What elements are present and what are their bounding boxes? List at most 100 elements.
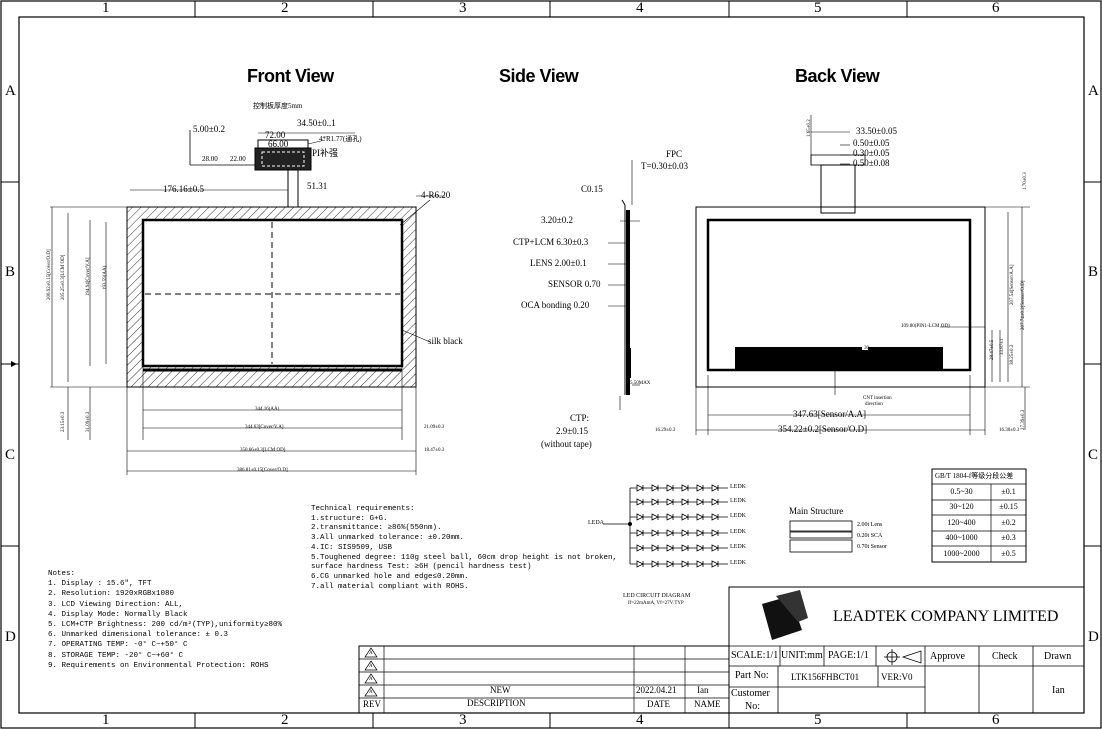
rev-description-header: DESCRIPTION [467,698,526,708]
zone-row-d: D [5,629,16,645]
control-board-note: 控制板厚度5mm [253,102,303,110]
drawn-by: Ian [1052,685,1065,696]
zone-row-b: B [5,264,16,280]
dim-aa-h: 193.59(AA) [103,265,108,290]
dim-cover-od-h: 206.92±0.15[Cover/O.D] [47,249,52,300]
dim-hole: 4*R1.77(通孔) [319,135,362,143]
dim-corner-radius: 4-R6.20 [421,190,451,200]
insertion-label-1: CNT insertion [863,396,892,401]
ledk-3: LEDK [730,513,746,519]
note-item: 7. OPERATING TEMP: -0° C~+50° C [48,641,188,650]
zone-col-2: 2 [281,0,289,16]
main-structure-title: Main Structure [789,506,844,516]
note-item: 8. STORAGE TEMP: -20° C~+60° C [48,651,184,660]
dim-18-47: 18.47±0.3 [424,448,445,453]
tolerance-value: ±0.2 [1001,518,1016,527]
notes: Notes: 1. Display : 15.6", TFT 2. Resolu… [48,569,282,671]
tech-item: 4.IC: SIS9509, USB [311,543,393,552]
ledk-4: LEDK [730,529,746,535]
dim-0-50-b: 0.50±0.08 [853,158,890,168]
tolerance-value: ±0.3 [1001,533,1016,542]
dim-22-00: 22.00 [230,155,246,163]
ctp-without-tape: (without tape) [541,439,592,449]
note-item: 2. Resolution: 1920xRGBx1080 [48,590,175,599]
zone-row-d-right: D [1088,629,1099,645]
note-item: 4. Display Mode: Normally Black [48,610,188,619]
dim-sensor-od-w: 354.22±0.2[Sensor/O.D] [778,424,868,434]
max-thickness: 5.50MAX [630,381,651,386]
dim-0-50-a: 0.50±0.05 [853,138,890,148]
note-item: 3. LCD Viewing Direction: ALL, [48,600,184,609]
ledk-1: LEDK [730,484,746,490]
zone-col-6: 6 [992,0,1000,16]
part-no-label: Part No: [735,670,769,681]
rev-mark: A [369,677,373,682]
ledk-5: LEDK [730,544,746,550]
rev-new: NEW [490,685,511,695]
note-item: 1. Display : 15.6", TFT [48,580,152,589]
tolerance-range: 0.5~30 [950,487,973,496]
dim-72-00: 72.00 [265,130,286,140]
back-view-title: Back View [795,66,880,86]
part-no-value: LTK156FHBCT01 [791,672,860,682]
rev-date-value: 2022.04.21 [636,685,677,695]
zone-col-2-bottom: 2 [281,712,289,728]
customer-label: Customer [731,688,770,699]
zone-col-6-bottom: 6 [992,712,1000,728]
customer-no-label: No: [745,701,760,712]
dim-21-09: 21.09±0.3 [424,425,445,430]
zone-col-3: 3 [459,0,467,16]
ledk-2: LEDK [730,498,746,504]
notes-title: Notes: [48,570,76,578]
note-item: 9. Requirements on Environmental Protect… [48,661,269,670]
zone-col-5-bottom: 5 [814,712,822,728]
zone-col-4: 4 [636,0,644,16]
rev-header: REV [363,699,381,709]
dim-16-30: 16.30±0.3 [999,428,1020,433]
lens-thickness: LENS 2.00±0.1 [530,258,587,268]
dim-28-00: 28.00 [202,155,218,163]
unit: UNIT:mm [781,650,823,661]
dim-27-39: 27.39±0.3 [1021,409,1026,430]
tech-item: 7.all material compliant with ROHS. [311,582,469,591]
scale: SCALE:1/1 [731,650,779,661]
rev-date-header: DATE [647,699,670,709]
check-header: Check [992,651,1018,662]
dim-cover-va-w: 344.63[Cover/V.A] [245,425,284,430]
note-item: 6. Unmarked dimensional tolerance: ± 0.3 [48,631,229,640]
dim-0-30: 0.30±0.05 [853,148,890,158]
rev-mark: A [369,651,373,656]
tolerance-value: ±0.1 [1001,487,1016,496]
tolerance-value: ±0.5 [1001,549,1016,558]
pi-stiffener: PI补强 [312,148,339,158]
tech-item: surface hardness Test: ≥6H (pencil hardn… [311,563,532,572]
zone-col-1: 1 [102,0,110,16]
front-view-title: Front View [247,66,334,86]
leda-label: LEDA [588,520,604,526]
pin-30: 30 [864,346,869,351]
dim-cover-od-w: 386.81±0.15[Cover/O.D] [237,468,288,473]
approve-header: Approve [930,651,965,662]
version: VER:V0 [881,672,913,682]
rev-mark: A [369,664,373,669]
structure-lens: 2.00t Lens [857,522,883,528]
ledk-6: LEDK [730,560,746,566]
tolerance-range: 400~1000 [945,533,978,542]
insertion-label-2: direction [865,402,883,407]
tech-item: 6.CG unmarked hole and edge≤0.20mm. [311,572,469,581]
structure-sensor: 0.70t Sensor [857,544,887,550]
dim-5-00: 5.00±0.2 [193,124,225,134]
side-view-title: Side View [499,66,579,86]
dim-51-31: 51.31 [307,181,328,191]
dim-33-50: 33.50±0.05 [856,126,897,136]
led-circuit-title: LED CIRCUIT DIAGRAM [623,593,691,599]
tech-item: 2.transmittance: ≥86%(550nm). [311,524,442,533]
zone-col-3-bottom: 3 [459,712,467,728]
sensor-thickness: SENSOR 0.70 [548,279,601,289]
dim-38-25: 38.25±0.3 [1010,344,1015,365]
dim-34-50: 34.50±0..1 [297,118,336,128]
dim-aa-w: 344.16(AA) [255,407,280,412]
dim-3-20: 3.20±0.2 [541,215,573,225]
